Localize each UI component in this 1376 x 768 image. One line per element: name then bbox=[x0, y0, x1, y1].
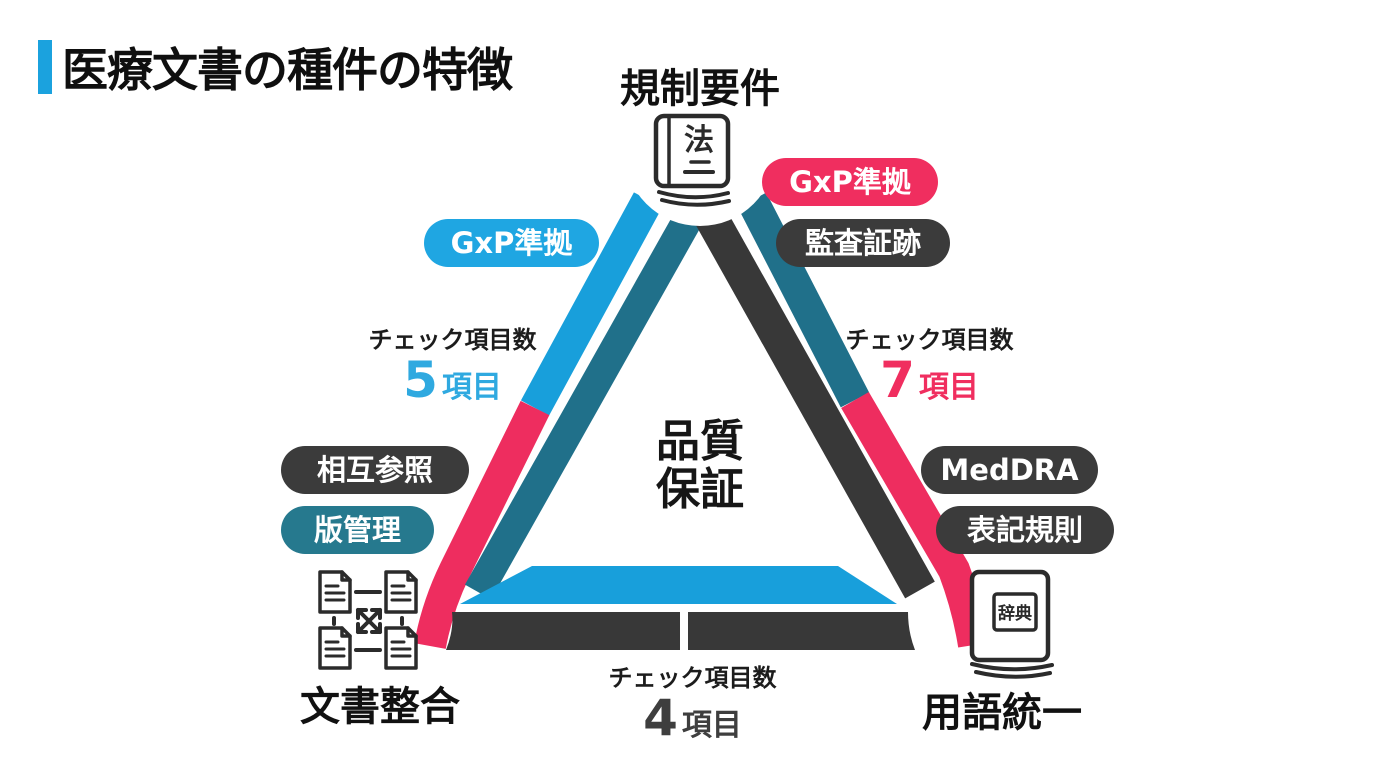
check-count-right-unit: 項目 bbox=[918, 370, 979, 405]
tag-audit-trail: 監査証跡 bbox=[776, 219, 950, 267]
check-count-left-number: 5 bbox=[403, 351, 438, 409]
check-count-left: チェック項目数 5 項目 bbox=[345, 320, 560, 406]
edge-bottom-outer-dark-right bbox=[688, 612, 915, 650]
edge-left-outer-blue bbox=[520, 192, 663, 416]
edge-right-outer-teal bbox=[737, 192, 870, 408]
check-count-bottom-number: 4 bbox=[643, 689, 678, 747]
check-count-left-label: チェック項目数 bbox=[368, 326, 537, 354]
check-count-bottom-label: チェック項目数 bbox=[608, 664, 777, 692]
check-count-right: チェック項目数 7 項目 bbox=[822, 320, 1037, 406]
check-count-right-label: チェック項目数 bbox=[845, 326, 1014, 354]
vertex-label-document-consistency: 文書整合 bbox=[300, 684, 460, 730]
title-accent-bar bbox=[38, 40, 52, 94]
tag-meddra: MedDRA bbox=[921, 446, 1098, 494]
edge-bottom-inner-blue bbox=[460, 566, 897, 604]
tag-version-management: 版管理 bbox=[281, 506, 434, 554]
dictionary-icon: 辞典 bbox=[969, 569, 1054, 679]
edge-left-outer-pink bbox=[414, 400, 550, 649]
tag-notation-rules: 表記規則 bbox=[936, 506, 1114, 554]
center-label-quality-assurance: 品質 保証 bbox=[595, 416, 805, 516]
svg-text:辞典: 辞典 bbox=[998, 603, 1032, 624]
tag-gxp-compliance-left: GxP準拠 bbox=[424, 219, 599, 267]
law-book-icon: 法 bbox=[653, 113, 731, 207]
tag-gxp-compliance-right: GxP準拠 bbox=[762, 158, 938, 206]
edge-bottom-outer-dark-left bbox=[446, 612, 680, 650]
vertex-label-terminology: 用語統一 bbox=[922, 690, 1082, 736]
page-title: 医療文書の種件の特徴 bbox=[62, 43, 513, 97]
check-count-right-number: 7 bbox=[880, 351, 915, 409]
check-count-left-unit: 項目 bbox=[441, 370, 502, 405]
vertex-label-regulatory: 規制要件 bbox=[620, 66, 780, 112]
edge-right-inner-dark bbox=[693, 203, 935, 599]
check-count-bottom: チェック項目数 4 項目 bbox=[585, 658, 800, 744]
edge-left-inner-teal bbox=[464, 204, 706, 600]
check-count-bottom-unit: 項目 bbox=[681, 708, 742, 743]
tag-cross-reference: 相互参照 bbox=[281, 446, 469, 494]
documents-sync-icon bbox=[318, 570, 418, 670]
center-label-line2: 保証 bbox=[656, 464, 744, 516]
svg-text:法: 法 bbox=[684, 123, 714, 158]
center-label-line1: 品質 bbox=[656, 416, 744, 467]
